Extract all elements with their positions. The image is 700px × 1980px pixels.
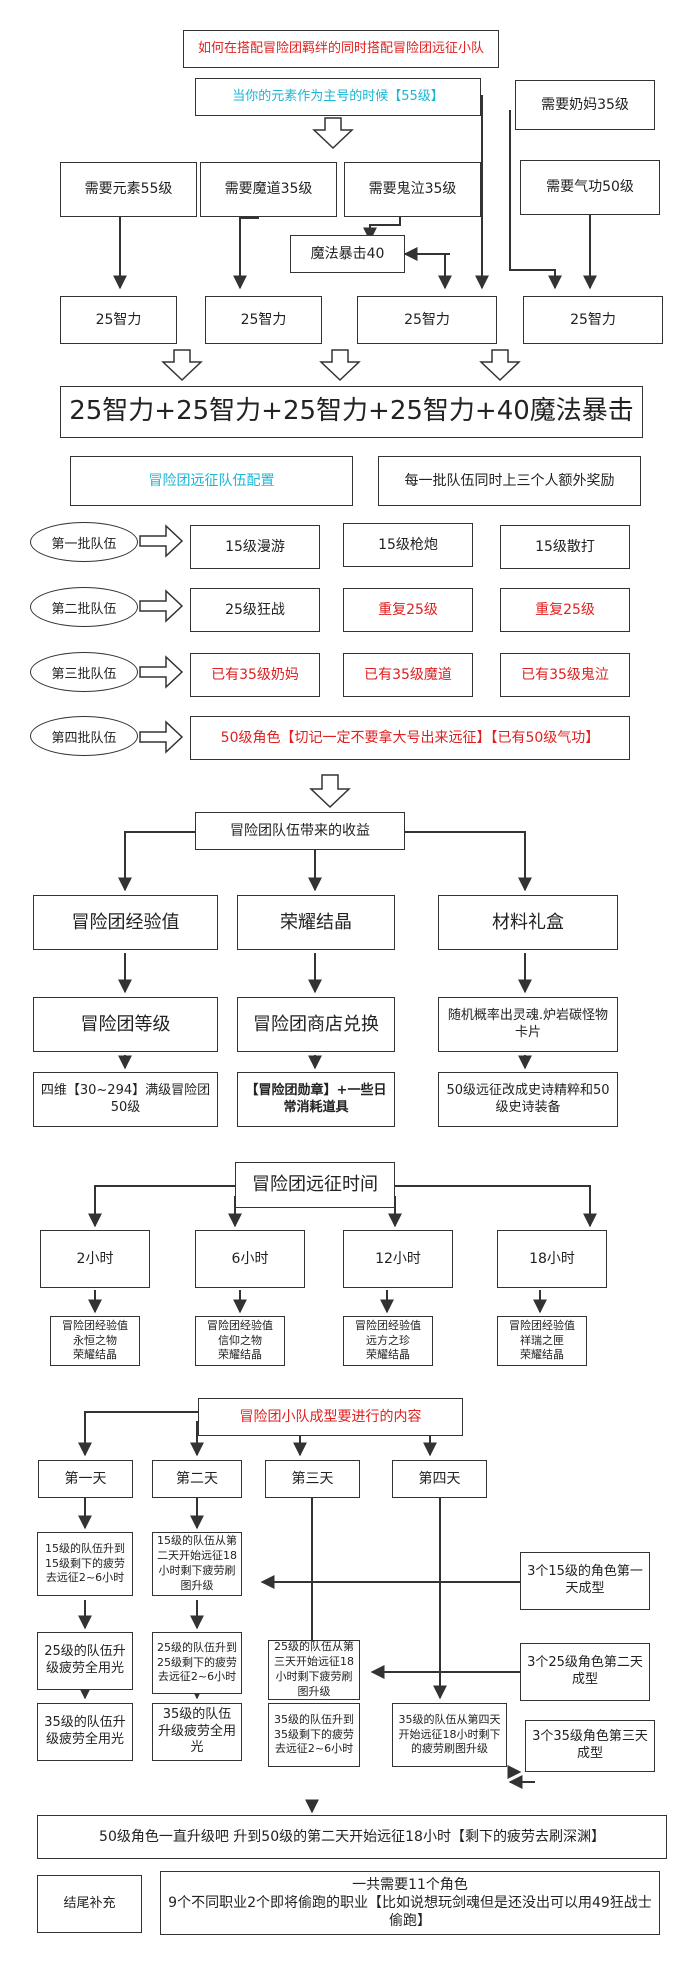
day-detail: 15级的队伍从第二天开始远征18小时剩下疲劳刷图升级 — [152, 1532, 242, 1596]
day-detail: 35级的队伍从第四天开始远征18小时剩下的疲劳刷图升级 — [392, 1703, 507, 1767]
benefit-head: 荣耀结晶 — [237, 895, 395, 950]
hollow-arrow-down-icon — [161, 349, 203, 382]
batch-item: 15级枪炮 — [343, 523, 473, 567]
batch-label: 第三批队伍 — [30, 652, 138, 692]
hollow-arrow-right-icon — [139, 589, 184, 623]
hollow-arrow-down-icon — [309, 774, 351, 809]
time-box: 6小时 — [195, 1230, 305, 1288]
time-detail: 冒险团经验值 信仰之物 荣耀结晶 — [195, 1316, 285, 1366]
benefits-box: 冒险团队伍带来的收益 — [195, 812, 405, 850]
batch-item: 已有35级魔道 — [343, 653, 473, 697]
batch-item: 重复25级 — [500, 588, 630, 632]
batch-item: 15级散打 — [500, 525, 630, 569]
int-box: 25智力 — [205, 296, 322, 344]
day-detail: 35级的队伍升到35级剩下的疲劳去远征2~6小时 — [268, 1703, 360, 1767]
hollow-arrow-right-icon — [139, 655, 184, 689]
side-note: 3个25级角色第二天成型 — [520, 1643, 650, 1701]
batch-item: 重复25级 — [343, 588, 473, 632]
batch-label: 第四批队伍 — [30, 716, 138, 756]
squad-config-box: 冒险团远征队伍配置 — [70, 456, 353, 506]
benefit-head: 材料礼盒 — [438, 895, 618, 950]
day-detail: 25级的队伍升级疲劳全用光 — [37, 1632, 133, 1690]
day-box: 第一天 — [38, 1460, 133, 1498]
day-box: 第四天 — [392, 1460, 487, 1498]
batch-item: 15级漫游 — [190, 525, 320, 569]
extra-reward-box: 每一批队伍同时上三个人额外奖励 — [378, 456, 641, 506]
int-box: 25智力 — [523, 296, 663, 344]
benefit-detail: 【冒险团勋章】+一些日常消耗道具 — [237, 1072, 395, 1127]
benefit-sub: 随机概率出灵魂.炉岩碳怪物卡片 — [438, 997, 618, 1052]
elemental-main-box: 当你的元素作为主号的时候【55级】 — [195, 78, 481, 116]
lvl50-note-box: 50级角色一直升级吧 升到50级的第二天开始远征18小时【剩下的疲劳去刷深渊】 — [37, 1815, 667, 1859]
int-box: 25智力 — [60, 296, 177, 344]
hollow-arrow-right-icon — [139, 524, 184, 558]
day-detail: 35级的队伍升级疲劳全用光 — [152, 1703, 242, 1761]
time-box: 12小时 — [343, 1230, 453, 1288]
hollow-arrow-down-icon — [479, 349, 521, 382]
ending-text-box: 一共需要11个角色 9个不同职业2个即将偷跑的职业【比如说想玩剑魂但是还没出可以… — [160, 1871, 660, 1935]
need-ghost-box: 需要鬼泣35级 — [344, 162, 481, 217]
batch-item: 50级角色【切记一定不要拿大号出来远征】【已有50级气功】 — [190, 716, 630, 760]
expedition-time-box: 冒险团远征时间 — [235, 1162, 395, 1208]
diagram-title: 如何在搭配冒险团羁绊的同时搭配冒险团远征小队 — [183, 30, 499, 68]
time-box: 2小时 — [40, 1230, 150, 1288]
int-box: 25智力 — [357, 296, 497, 344]
formation-box: 冒险团小队成型要进行的内容 — [198, 1398, 463, 1436]
time-box: 18小时 — [497, 1230, 607, 1288]
benefit-detail: 四维【30~294】满级冒险团50级 — [33, 1072, 218, 1127]
hollow-arrow-down-icon — [312, 117, 354, 150]
benefit-sub: 冒险团商店兑换 — [237, 997, 395, 1052]
batch-item: 25级狂战 — [190, 588, 320, 632]
need-nanny-box: 需要奶妈35级 — [515, 80, 655, 130]
side-note: 3个15级的角色第一天成型 — [520, 1552, 650, 1610]
magic-crit-box: 魔法暴击40 — [290, 235, 405, 273]
time-detail: 冒险团经验值 祥瑞之匣 荣耀结晶 — [497, 1316, 587, 1366]
batch-label: 第二批队伍 — [30, 587, 138, 627]
day-box: 第二天 — [152, 1460, 242, 1498]
batch-label: 第一批队伍 — [30, 522, 138, 562]
need-qigong-box: 需要气功50级 — [520, 160, 660, 215]
need-mage-box: 需要魔道35级 — [200, 162, 337, 217]
benefit-detail: 50级远征改成史诗精粹和50级史诗装备 — [438, 1072, 618, 1127]
hollow-arrow-down-icon — [319, 349, 361, 382]
summary-box: 25智力+25智力+25智力+25智力+40魔法暴击 — [60, 386, 643, 438]
day-detail: 25级的队伍从第三天开始远征18小时剩下疲劳刷图升级 — [268, 1640, 360, 1700]
hollow-arrow-right-icon — [139, 720, 184, 754]
day-box: 第三天 — [265, 1460, 360, 1498]
time-detail: 冒险团经验值 远方之珍 荣耀结晶 — [343, 1316, 433, 1366]
side-note: 3个35级角色第三天成型 — [525, 1720, 655, 1772]
batch-item: 已有35级奶妈 — [190, 653, 320, 697]
day-detail: 15级的队伍升到15级剩下的疲劳去远征2~6小时 — [37, 1532, 133, 1596]
benefit-head: 冒险团经验值 — [33, 895, 218, 950]
day-detail: 35级的队伍升级疲劳全用光 — [37, 1703, 133, 1761]
benefit-sub: 冒险团等级 — [33, 997, 218, 1052]
time-detail: 冒险团经验值 永恒之物 荣耀结晶 — [50, 1316, 140, 1366]
need-elemental-box: 需要元素55级 — [60, 162, 197, 217]
day-detail: 25级的队伍升到25级剩下的疲劳去远征2~6小时 — [152, 1632, 242, 1694]
batch-item: 已有35级鬼泣 — [500, 653, 630, 697]
ending-label-box: 结尾补充 — [37, 1875, 142, 1933]
